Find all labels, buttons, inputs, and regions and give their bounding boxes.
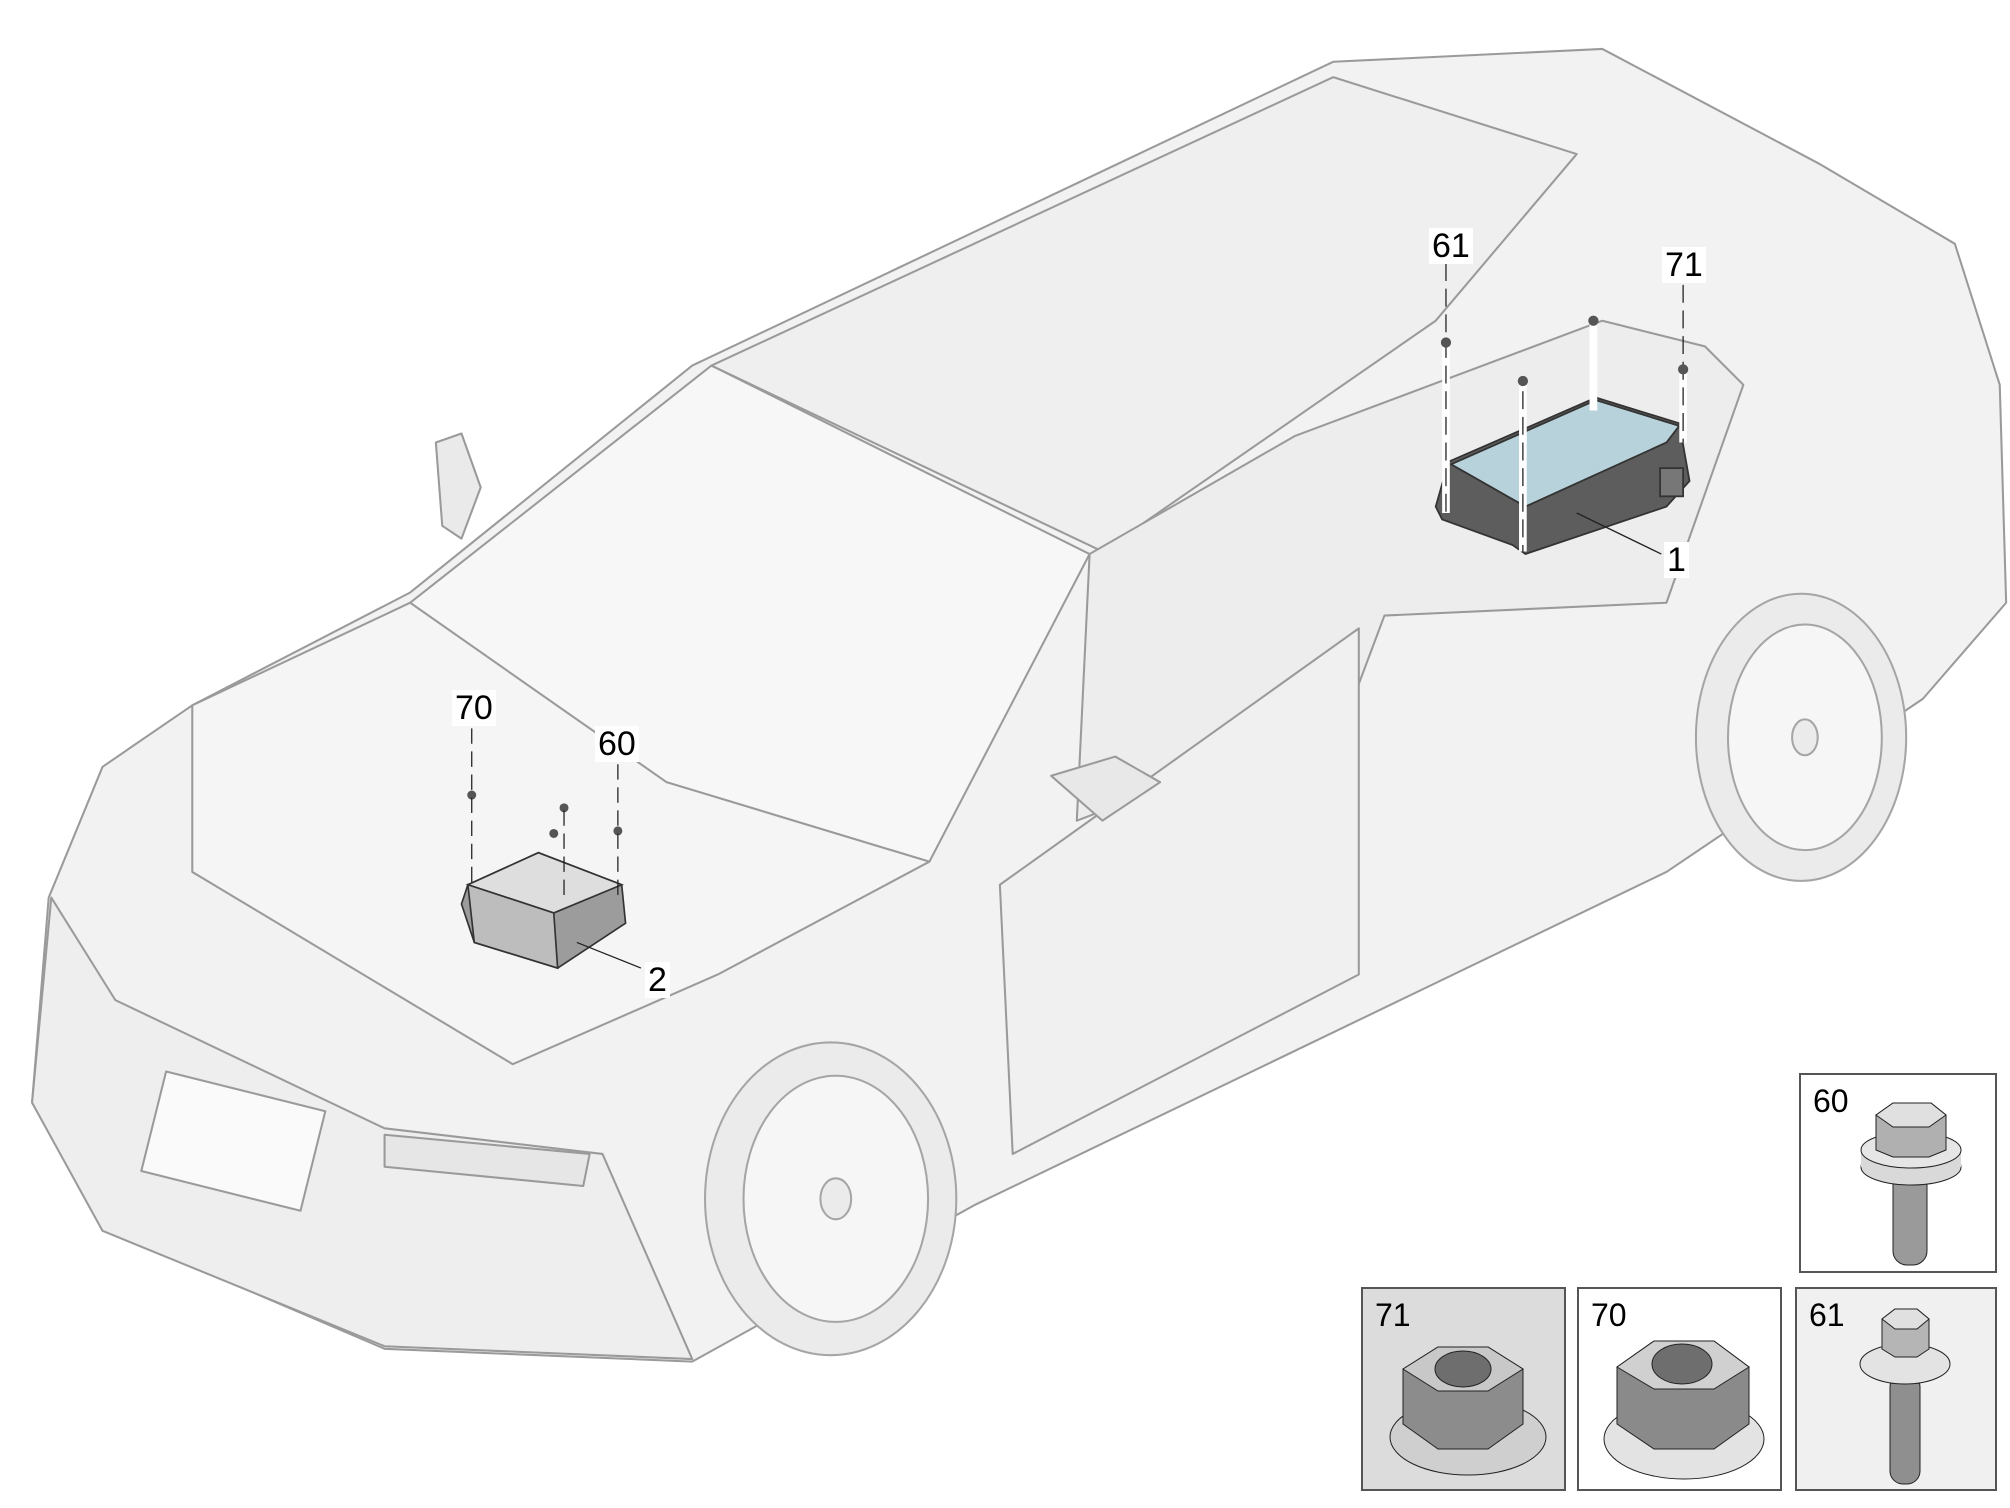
inset-label: 70 <box>1591 1297 1627 1333</box>
callout-2: 2 <box>645 962 670 998</box>
flange-bolt-icon <box>1860 1102 1962 1266</box>
inset-label: 61 <box>1809 1297 1845 1333</box>
car-body <box>31 47 2008 1363</box>
callout-1: 1 <box>1664 542 1689 578</box>
inset-part-61: 61 <box>1795 1287 1997 1491</box>
flange-bolt-long-icon <box>1859 1308 1951 1485</box>
inset-part-70: 70 <box>1577 1287 1782 1491</box>
flange-nut-icon <box>1389 1346 1547 1476</box>
callout-60: 60 <box>595 726 639 762</box>
callout-71: 71 <box>1662 247 1706 283</box>
bolt-icons <box>467 315 1689 838</box>
callout-70: 70 <box>452 690 496 726</box>
inset-label: 71 <box>1375 1297 1411 1333</box>
flange-nut-icon <box>1603 1340 1765 1480</box>
inset-label: 60 <box>1813 1083 1849 1119</box>
inset-part-60: 60 <box>1799 1073 1997 1273</box>
module-2-dc-converter <box>460 851 627 970</box>
front-wheel <box>704 1041 958 1357</box>
inset-part-71: 71 <box>1361 1287 1566 1491</box>
rear-wheel <box>1694 592 1908 882</box>
module-1-onboard-charger <box>1434 396 1691 556</box>
callout-61: 61 <box>1429 228 1473 264</box>
